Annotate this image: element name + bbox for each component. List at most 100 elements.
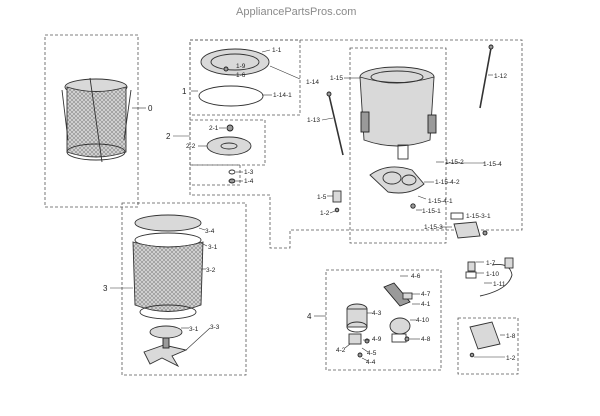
callout-1-15-2: 1-15-2 bbox=[445, 159, 464, 166]
screw-1-2-upper bbox=[334, 207, 340, 213]
callout-1-2-upper: 1-2 bbox=[320, 210, 330, 217]
outer-tub-body bbox=[359, 76, 435, 147]
callout-4-2: 4-2 bbox=[336, 347, 346, 354]
callout-1-9: 1-9 bbox=[236, 63, 246, 70]
bracket-subgroup-box bbox=[457, 317, 519, 375]
lid-inner-ring bbox=[210, 53, 260, 71]
clutch-bottom bbox=[346, 321, 368, 333]
callout-1-10: 1-10 bbox=[486, 271, 499, 278]
rod-13-cap bbox=[326, 91, 332, 97]
outer-tub-bracket-right bbox=[427, 114, 437, 134]
pulsator-hub bbox=[220, 142, 238, 150]
power-cord-1-11 bbox=[479, 264, 513, 297]
lid-subgroup-box bbox=[189, 39, 301, 116]
callout-1-14: 1-14 bbox=[306, 79, 319, 86]
pump-housing bbox=[369, 166, 425, 194]
callout-3-1-lower: 3-1 bbox=[189, 326, 199, 333]
belt-4-6 bbox=[383, 282, 411, 307]
drive-assembly bbox=[346, 282, 413, 358]
outer-tub-opening bbox=[370, 70, 424, 84]
part-1-10 bbox=[465, 271, 477, 279]
assembly-rod-right bbox=[123, 89, 132, 141]
pump-port-b bbox=[401, 174, 417, 186]
callout-4-9: 4-9 bbox=[372, 336, 382, 343]
washer-1-3 bbox=[228, 169, 236, 175]
basket-balance-ring-3-4 bbox=[134, 214, 202, 232]
basket-body-3-2 bbox=[132, 241, 204, 312]
lid-balance-ring bbox=[200, 48, 270, 76]
callout-4-6: 4-6 bbox=[411, 273, 421, 280]
coupling-4-9 bbox=[348, 333, 362, 345]
callout-4-8: 4-8 bbox=[421, 336, 431, 343]
callout-1-3: 1-3 bbox=[244, 169, 254, 176]
screw-4-4 bbox=[357, 352, 363, 358]
outer-tub bbox=[359, 66, 437, 160]
basket-shaft bbox=[162, 337, 170, 349]
inner-basket bbox=[132, 214, 204, 368]
gasket-ring bbox=[198, 85, 264, 107]
rod-top-cap bbox=[488, 44, 494, 50]
callout-4-10: 4-10 bbox=[416, 317, 429, 324]
watermark-text: AppliancePartsPros.com bbox=[236, 6, 356, 18]
leader-1-1 bbox=[261, 49, 271, 53]
screw-1-2-lower bbox=[469, 352, 475, 358]
hose-body bbox=[453, 221, 481, 239]
clutch-body-4-3 bbox=[346, 308, 368, 328]
bracket-1-8 bbox=[469, 321, 501, 350]
callout-1-14-1: 1-14-1 bbox=[273, 92, 292, 99]
callout-4-1: 4-1 bbox=[421, 301, 431, 308]
assembly-rod-left bbox=[61, 89, 69, 141]
screw-1-15-1 bbox=[410, 203, 416, 209]
leader-3-1-upper bbox=[200, 242, 208, 247]
assembly-base bbox=[66, 143, 126, 161]
callout-3: 3 bbox=[103, 284, 108, 293]
leader-1-15-4-1 bbox=[417, 195, 427, 200]
callout-1: 1 bbox=[182, 87, 187, 96]
callout-3-1-upper: 3-1 bbox=[208, 244, 218, 251]
callout-1-1: 1-1 bbox=[272, 47, 282, 54]
callout-1-6: 1-6 bbox=[236, 72, 246, 79]
leader-4-4 bbox=[361, 357, 369, 362]
callout-1-12: 1-12 bbox=[494, 73, 507, 80]
callout-1-8: 1-8 bbox=[506, 333, 516, 340]
callout-1-4: 1-4 bbox=[244, 178, 254, 185]
valve-1-7 bbox=[467, 261, 476, 272]
callout-4-3: 4-3 bbox=[372, 310, 382, 317]
screw-4-5 bbox=[364, 338, 370, 344]
outer-tub-subgroup-box bbox=[349, 47, 447, 244]
assembly-rod-center bbox=[89, 77, 103, 163]
callout-1-15: 1-15 bbox=[330, 75, 343, 82]
callout-3-4: 3-4 bbox=[205, 228, 215, 235]
nut-1-4 bbox=[228, 178, 236, 184]
callout-2: 2 bbox=[166, 132, 171, 141]
lid-assembly bbox=[198, 48, 270, 107]
leader-3-4 bbox=[198, 227, 206, 231]
basket-hub-3-3 bbox=[149, 325, 183, 339]
basket-bottom-flange bbox=[139, 304, 197, 320]
callout-4-7: 4-7 bbox=[421, 291, 431, 298]
hose-fitting bbox=[482, 230, 488, 236]
callout-4-5: 4-5 bbox=[367, 350, 377, 357]
group-4-box bbox=[325, 269, 442, 371]
pulley-4-7 bbox=[402, 292, 413, 300]
group-0-assembly: 0 bbox=[44, 34, 153, 208]
outer-tub-bracket-left bbox=[360, 111, 370, 133]
motor-base bbox=[391, 333, 407, 343]
pump-housing-body bbox=[369, 166, 425, 194]
leader-4-2 bbox=[344, 343, 351, 349]
callout-2-1: 2-1 bbox=[209, 125, 219, 132]
leader-1-14 bbox=[269, 65, 301, 80]
leader-1-13 bbox=[321, 117, 334, 121]
lid-screw bbox=[223, 66, 229, 72]
leader-4-5 bbox=[361, 347, 369, 353]
pulsator-cap-2-1 bbox=[226, 124, 234, 132]
suspension-rod-1-12 bbox=[479, 47, 492, 109]
motor-4-10 bbox=[389, 317, 411, 335]
group-1-outline bbox=[189, 39, 523, 249]
suspension-rod-1-13 bbox=[328, 94, 344, 156]
bolt-subgroup-box bbox=[189, 164, 241, 186]
leader-1-2-upper bbox=[329, 210, 336, 214]
callout-1-2-lower: 1-2 bbox=[506, 355, 516, 362]
sensor-1-5 bbox=[332, 190, 342, 203]
